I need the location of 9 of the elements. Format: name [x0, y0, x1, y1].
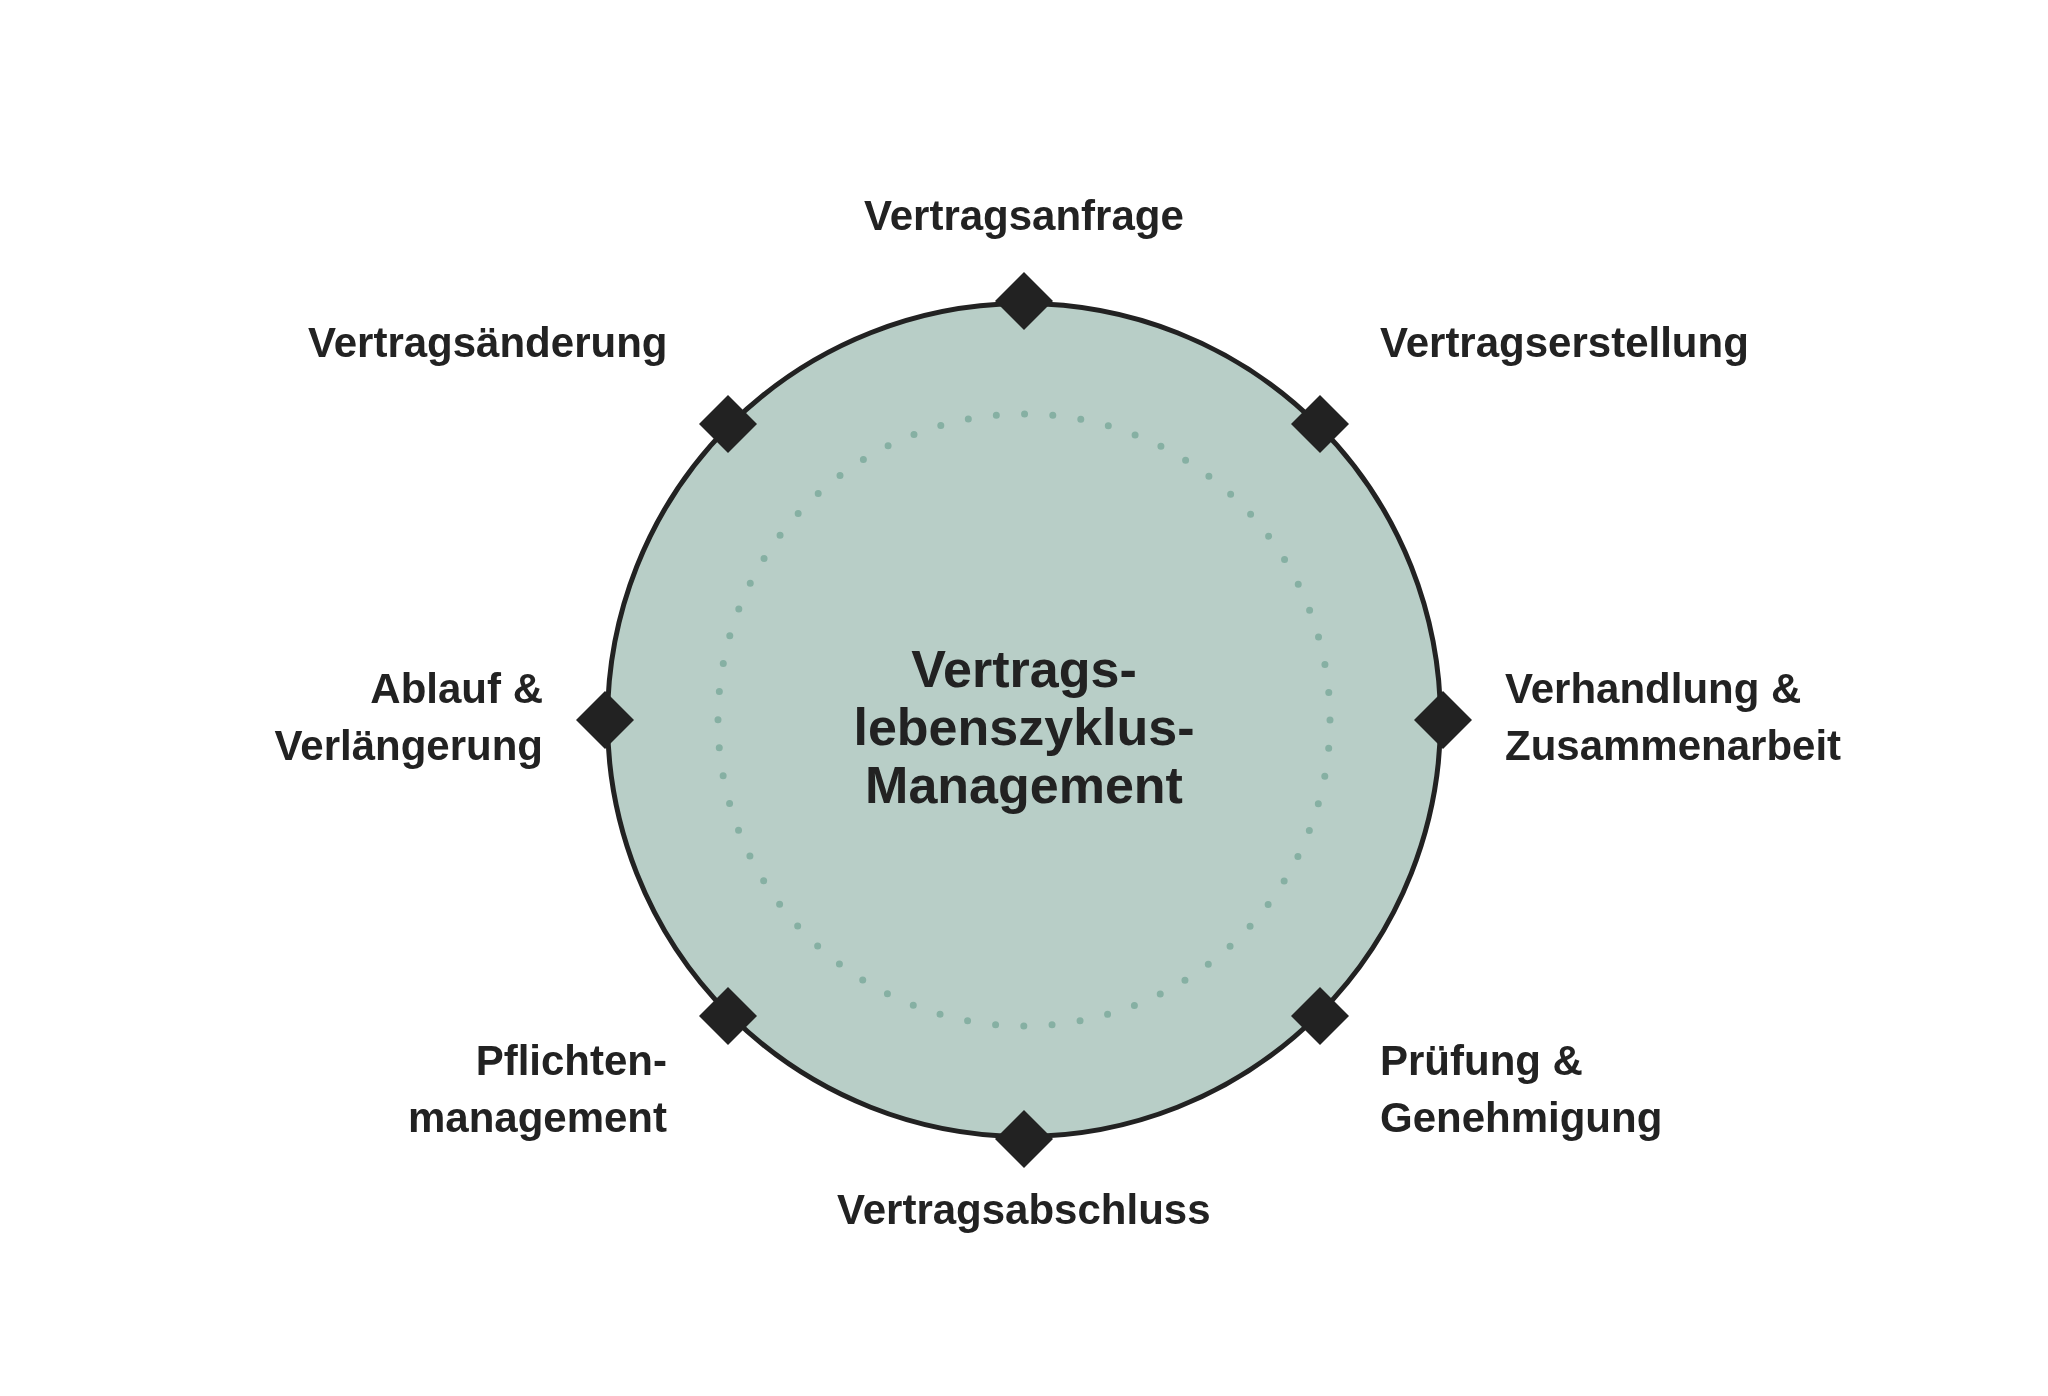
stage-label: Pflichten- management — [406, 1036, 667, 1143]
stage-label: Verhandlung & Zusammenarbeit — [1505, 664, 1843, 771]
stage-label: Vertragsanfrage — [864, 190, 1184, 241]
center-title: Vertrags- lebenszyklus- Management — [852, 640, 1196, 814]
stage-label: Vertragsabschluss — [837, 1184, 1211, 1235]
stage-label: Vertragsänderung — [308, 317, 668, 368]
stage-label: Prüfung & Genehmigung — [1380, 1036, 1664, 1143]
stage-label: Vertragserstellung — [1380, 317, 1749, 368]
stage-label: Ablauf & Verlängerung — [273, 664, 543, 771]
